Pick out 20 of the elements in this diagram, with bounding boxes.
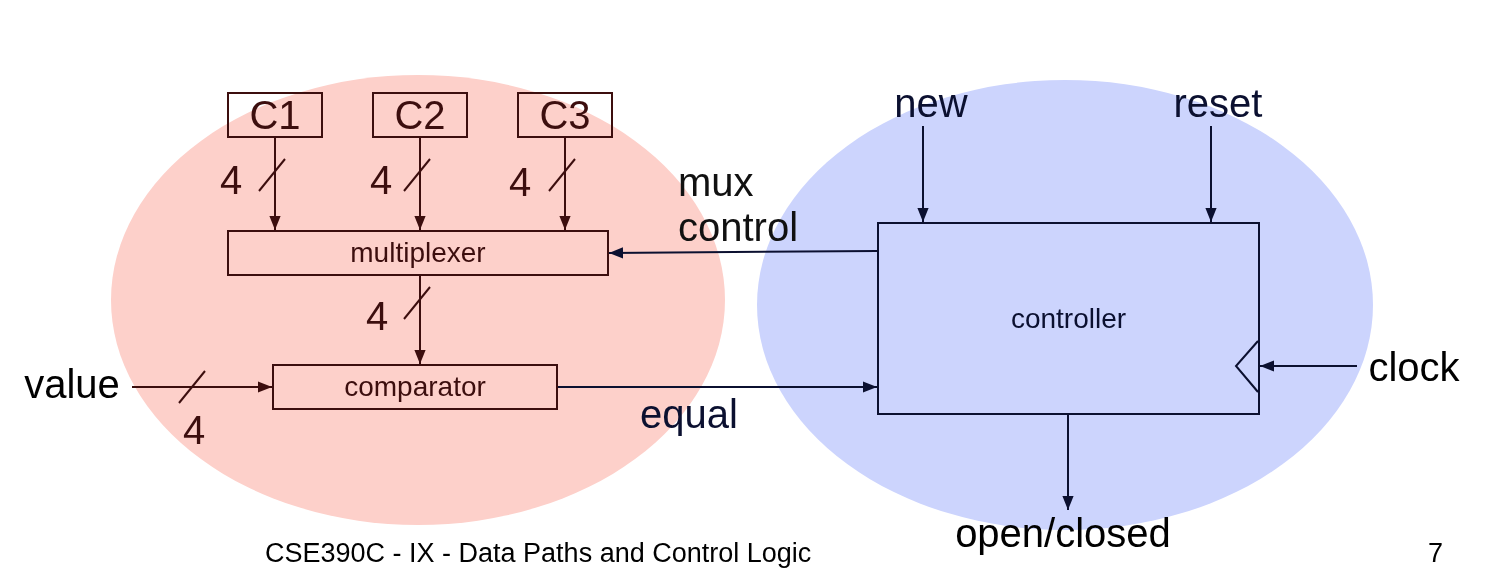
block-box: C1 bbox=[227, 92, 323, 138]
signal-label: value bbox=[12, 362, 132, 406]
edge-label: 4 bbox=[183, 410, 206, 450]
block-box: C2 bbox=[372, 92, 468, 138]
edge-label: 4 bbox=[509, 162, 532, 202]
block-box: multiplexer bbox=[227, 230, 609, 276]
block-box: C3 bbox=[517, 92, 613, 138]
signal-label: reset bbox=[1160, 80, 1276, 126]
block-box: controller bbox=[877, 222, 1260, 415]
block-box: comparator bbox=[272, 364, 558, 410]
footer-text: CSE390C - IX - Data Paths and Control Logic bbox=[265, 540, 812, 567]
edge-label: 4 bbox=[366, 296, 389, 336]
signal-label: open/closed bbox=[928, 510, 1198, 556]
page-number: 7 bbox=[1428, 540, 1444, 567]
edge-label: 4 bbox=[370, 160, 393, 200]
edge-label: 4 bbox=[220, 160, 243, 200]
edge-label: equal bbox=[640, 394, 738, 434]
edge-label: mux control bbox=[678, 160, 800, 250]
signal-label: new bbox=[884, 80, 978, 126]
signal-label: clock bbox=[1357, 345, 1471, 389]
